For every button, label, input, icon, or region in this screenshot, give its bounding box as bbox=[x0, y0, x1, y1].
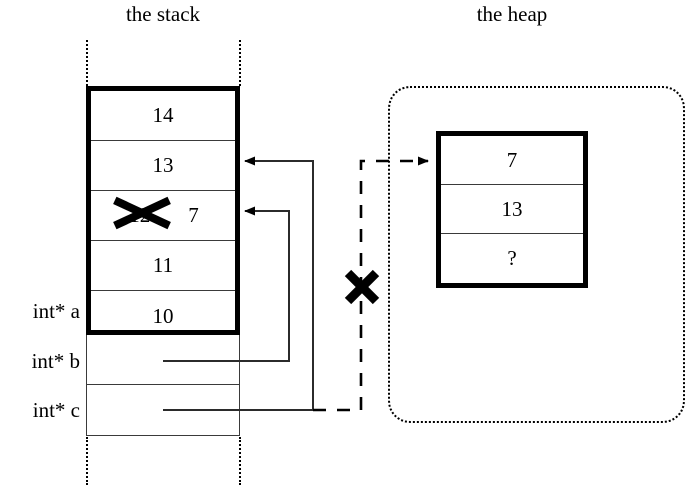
stack-cell-new-value: 7 bbox=[188, 203, 199, 227]
stack-cell: 13 bbox=[91, 141, 235, 191]
stack-guide-bottom-right bbox=[239, 437, 241, 485]
heap-cell-value: 13 bbox=[501, 196, 523, 221]
stack-title: the stack bbox=[125, 2, 201, 26]
heap-cell: 7 bbox=[441, 136, 583, 185]
stack-cell-value: 14 bbox=[152, 103, 174, 127]
heap-block: 7 13 ? bbox=[436, 131, 588, 288]
stack-guide-top-right bbox=[239, 40, 241, 86]
stack-guide-bottom-left bbox=[86, 437, 88, 485]
heap-cell-value: 7 bbox=[506, 147, 518, 172]
variable-label-c-text: int* c bbox=[32, 398, 80, 422]
stack-cell: 10 bbox=[91, 291, 235, 341]
heap-title: the heap bbox=[476, 2, 548, 26]
stack-cell-modified: 12 7 bbox=[91, 191, 235, 241]
strikeout-x-heap-pointer-icon bbox=[344, 269, 380, 305]
stack-pointer-slot-b bbox=[87, 335, 239, 385]
variable-label-a-text: int* a bbox=[32, 299, 80, 323]
stack-cell-value: 10 bbox=[152, 303, 174, 328]
stack-frame: 14 13 12 7 11 10 bbox=[86, 86, 240, 335]
variable-label-b: int* b bbox=[0, 349, 80, 374]
struck-old-value-wrap: 12 bbox=[113, 196, 172, 230]
stack-cell: 14 bbox=[91, 91, 235, 141]
heap-cell: 13 bbox=[441, 185, 583, 234]
variable-label-c: int* c bbox=[0, 398, 80, 423]
stack-cell-value: 11 bbox=[152, 253, 174, 277]
heap-cell: ? bbox=[441, 234, 583, 283]
stack-cell-value: 13 bbox=[152, 153, 174, 177]
stack-cell: 11 bbox=[91, 241, 235, 291]
stack-cell-old-value: 12 bbox=[129, 203, 151, 227]
stack-guide-top-left bbox=[86, 40, 88, 86]
variable-label-a: int* a bbox=[0, 299, 80, 324]
variable-label-b-text: int* b bbox=[31, 349, 80, 373]
heap-cell-value: ? bbox=[507, 246, 517, 270]
stack-pointer-slots bbox=[86, 335, 240, 436]
stack-pointer-slot-c bbox=[87, 385, 239, 436]
